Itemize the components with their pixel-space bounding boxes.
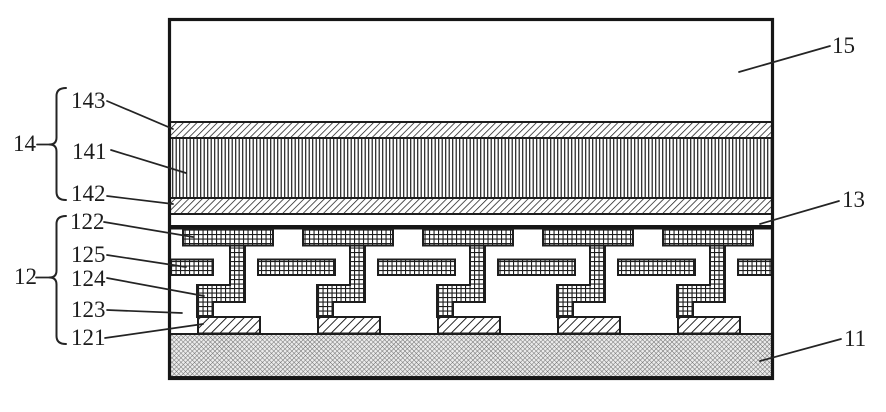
label-141: 141 bbox=[72, 139, 107, 164]
layer-11-substrate bbox=[171, 333, 771, 377]
strip-125 bbox=[377, 258, 456, 276]
leader-143 bbox=[106, 100, 174, 130]
layer-13-thin-line bbox=[171, 225, 771, 230]
label-121: 121 bbox=[71, 325, 106, 350]
label-125: 125 bbox=[71, 242, 106, 267]
label-142: 142 bbox=[71, 181, 106, 206]
leader-13 bbox=[759, 200, 840, 225]
label-124: 124 bbox=[71, 266, 106, 291]
brace-group-12 bbox=[48, 215, 67, 345]
brace-group-14 bbox=[48, 87, 67, 201]
leader-123 bbox=[106, 309, 183, 314]
figure-frame bbox=[167, 17, 775, 381]
leader-141 bbox=[110, 149, 187, 174]
label-15: 15 bbox=[832, 33, 855, 58]
label-13: 13 bbox=[842, 187, 865, 212]
layer-142-hatch bbox=[171, 197, 771, 215]
leader-121 bbox=[104, 323, 204, 339]
strip-125 bbox=[737, 258, 771, 276]
layer-15-cover bbox=[171, 21, 771, 122]
leader-142 bbox=[106, 195, 174, 205]
leader-124 bbox=[106, 277, 205, 297]
leader-125 bbox=[106, 254, 187, 268]
strip-125 bbox=[257, 258, 336, 276]
label-11: 11 bbox=[844, 326, 866, 351]
label-123: 123 bbox=[71, 297, 106, 322]
label-143: 143 bbox=[71, 88, 106, 113]
strip-125 bbox=[497, 258, 576, 276]
layer-12-region bbox=[171, 228, 771, 335]
layer-143-hatch bbox=[171, 121, 771, 139]
strip-125 bbox=[171, 258, 214, 276]
layer-stack bbox=[171, 21, 771, 377]
strip-125 bbox=[617, 258, 696, 276]
label-12: 12 bbox=[14, 264, 37, 289]
layer-141-stripes bbox=[171, 137, 771, 199]
label-122: 122 bbox=[70, 209, 105, 234]
leader-15 bbox=[738, 45, 831, 73]
leader-11 bbox=[759, 338, 842, 362]
leader-122 bbox=[103, 221, 194, 238]
label-14: 14 bbox=[13, 131, 37, 156]
